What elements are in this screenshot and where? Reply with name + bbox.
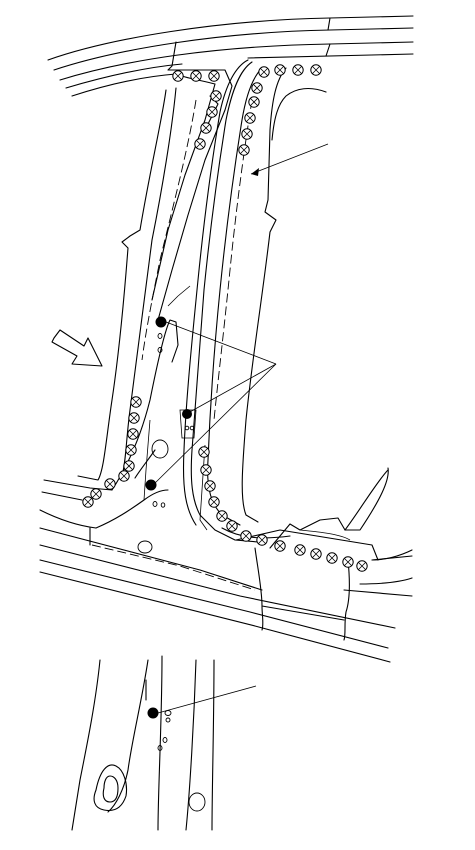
spot-weld-icon bbox=[204, 480, 216, 492]
detail-view bbox=[71, 655, 257, 831]
spot-weld-icon bbox=[310, 64, 322, 76]
spot-weld-icon bbox=[274, 540, 286, 552]
weld-point-detail bbox=[147, 707, 159, 719]
spot-weld-icon bbox=[356, 560, 368, 572]
spot-weld-icon bbox=[125, 444, 137, 456]
spot-weld-icon bbox=[82, 496, 94, 508]
spot-weld-icon bbox=[210, 90, 222, 102]
spot-welds bbox=[82, 64, 368, 572]
spot-weld-icon bbox=[200, 122, 212, 134]
spot-weld-icon bbox=[248, 96, 260, 108]
spot-weld-icon bbox=[274, 64, 286, 76]
spot-weld-icon bbox=[294, 544, 306, 556]
spot-weld-icon bbox=[342, 556, 354, 568]
spot-weld-icon bbox=[251, 82, 263, 94]
spot-weld-icon bbox=[104, 478, 116, 490]
spot-weld-icon bbox=[310, 548, 322, 560]
spot-weld-icon bbox=[292, 64, 304, 76]
spot-weld-icon bbox=[198, 446, 210, 458]
weld-point-lower bbox=[145, 479, 157, 491]
spot-weld-icon bbox=[90, 488, 102, 500]
spot-weld-icon bbox=[208, 496, 220, 508]
spot-weld-icon bbox=[123, 460, 135, 472]
spot-weld-icon bbox=[208, 70, 220, 82]
spot-weld-icon bbox=[326, 552, 338, 564]
weld-point-upper bbox=[155, 316, 167, 328]
leader-lines bbox=[151, 143, 329, 487]
spot-weld-icon bbox=[216, 510, 228, 522]
rear-door-edge bbox=[344, 469, 413, 561]
spot-weld-icon bbox=[194, 138, 206, 150]
weld-point-middle bbox=[182, 409, 192, 419]
view-direction-arrow bbox=[51, 329, 103, 367]
spot-weld-icon bbox=[118, 470, 130, 482]
spot-weld-icon bbox=[226, 520, 238, 532]
rocker-sill-lines bbox=[39, 467, 413, 663]
spot-weld-icon bbox=[238, 144, 250, 156]
spot-weld-icon bbox=[200, 464, 212, 476]
spot-weld-icon bbox=[128, 412, 140, 424]
spot-weld-icon bbox=[190, 70, 202, 82]
weld-point-markers bbox=[145, 316, 192, 491]
pillar-base-plate bbox=[95, 285, 197, 554]
spot-weld-icon bbox=[256, 534, 268, 546]
spot-weld-icon bbox=[172, 70, 184, 82]
spot-weld-icon bbox=[240, 530, 252, 542]
roof-rail-lines bbox=[47, 15, 414, 97]
spot-weld-icon bbox=[130, 396, 142, 408]
spot-weld-icon bbox=[258, 66, 270, 78]
spot-weld-icon bbox=[244, 112, 256, 124]
spot-weld-icon bbox=[241, 128, 253, 140]
spot-weld-icon bbox=[127, 428, 139, 440]
spot-weld-icon bbox=[206, 106, 218, 118]
